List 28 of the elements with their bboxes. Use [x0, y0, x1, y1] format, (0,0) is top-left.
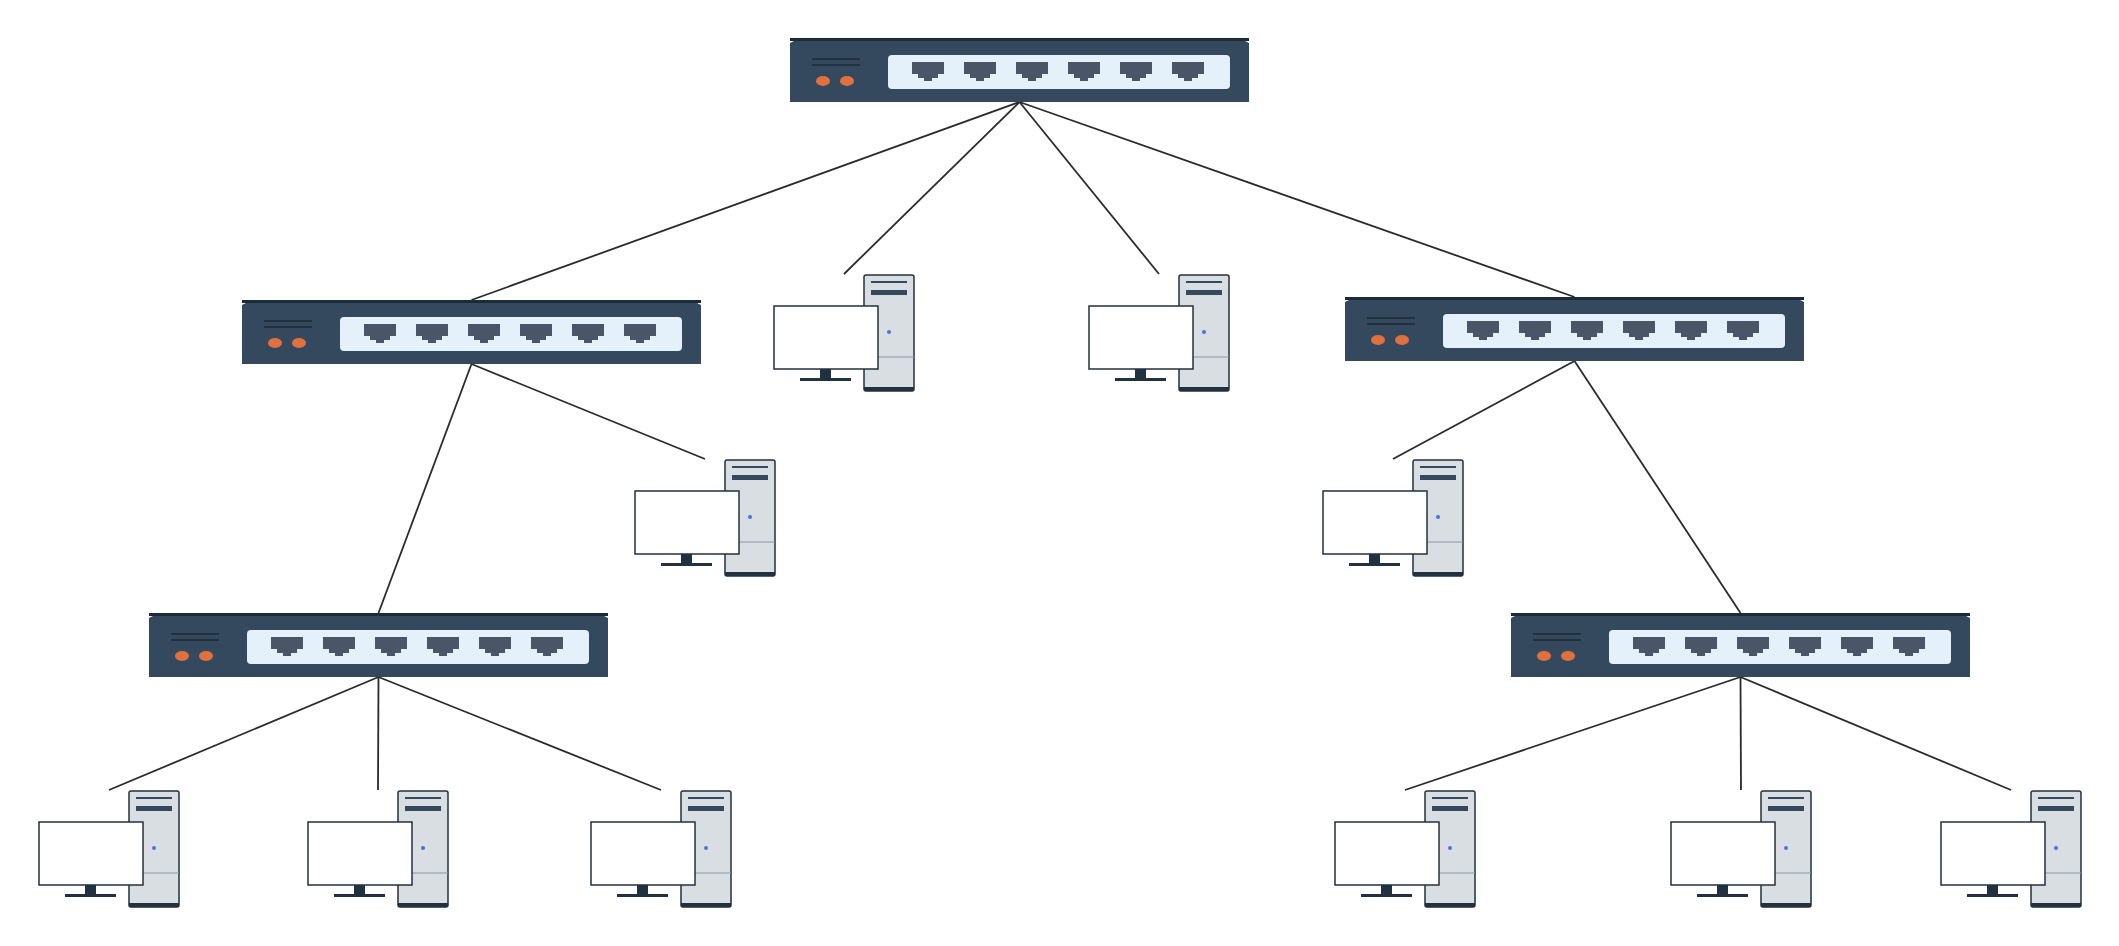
desktop-computer-drawing — [1322, 459, 1464, 577]
network-switch-drawing — [242, 300, 701, 364]
network-cable — [377, 363, 473, 614]
network-cable — [1018, 101, 1576, 298]
desktop-computer-drawing — [1670, 790, 1812, 908]
desktop-computer-drawing — [634, 459, 776, 577]
network-cable — [843, 101, 1021, 275]
network-switch-drawing — [1511, 613, 1970, 677]
network-cable — [377, 676, 662, 791]
network-cable — [1739, 676, 2012, 791]
desktop-computer-drawing — [1088, 274, 1230, 392]
desktop-computer-drawing — [1940, 790, 2082, 908]
network-cable — [1573, 360, 1742, 614]
network-switch-drawing — [790, 38, 1249, 102]
network-switch-drawing — [1345, 297, 1804, 361]
network-cable — [1392, 360, 1576, 460]
desktop-computer-drawing — [590, 790, 732, 908]
network-cable — [1018, 101, 1160, 275]
network-cable — [108, 676, 380, 791]
desktop-computer-drawing — [38, 790, 180, 908]
network-cable — [470, 363, 706, 460]
desktop-computer-drawing — [1334, 790, 1476, 908]
desktop-computer-drawing — [307, 790, 449, 908]
network-switch-drawing — [149, 613, 608, 677]
desktop-computer-drawing — [773, 274, 915, 392]
network-cable — [1404, 676, 1742, 791]
network-cable — [377, 676, 380, 791]
network-cable — [1739, 676, 1742, 791]
